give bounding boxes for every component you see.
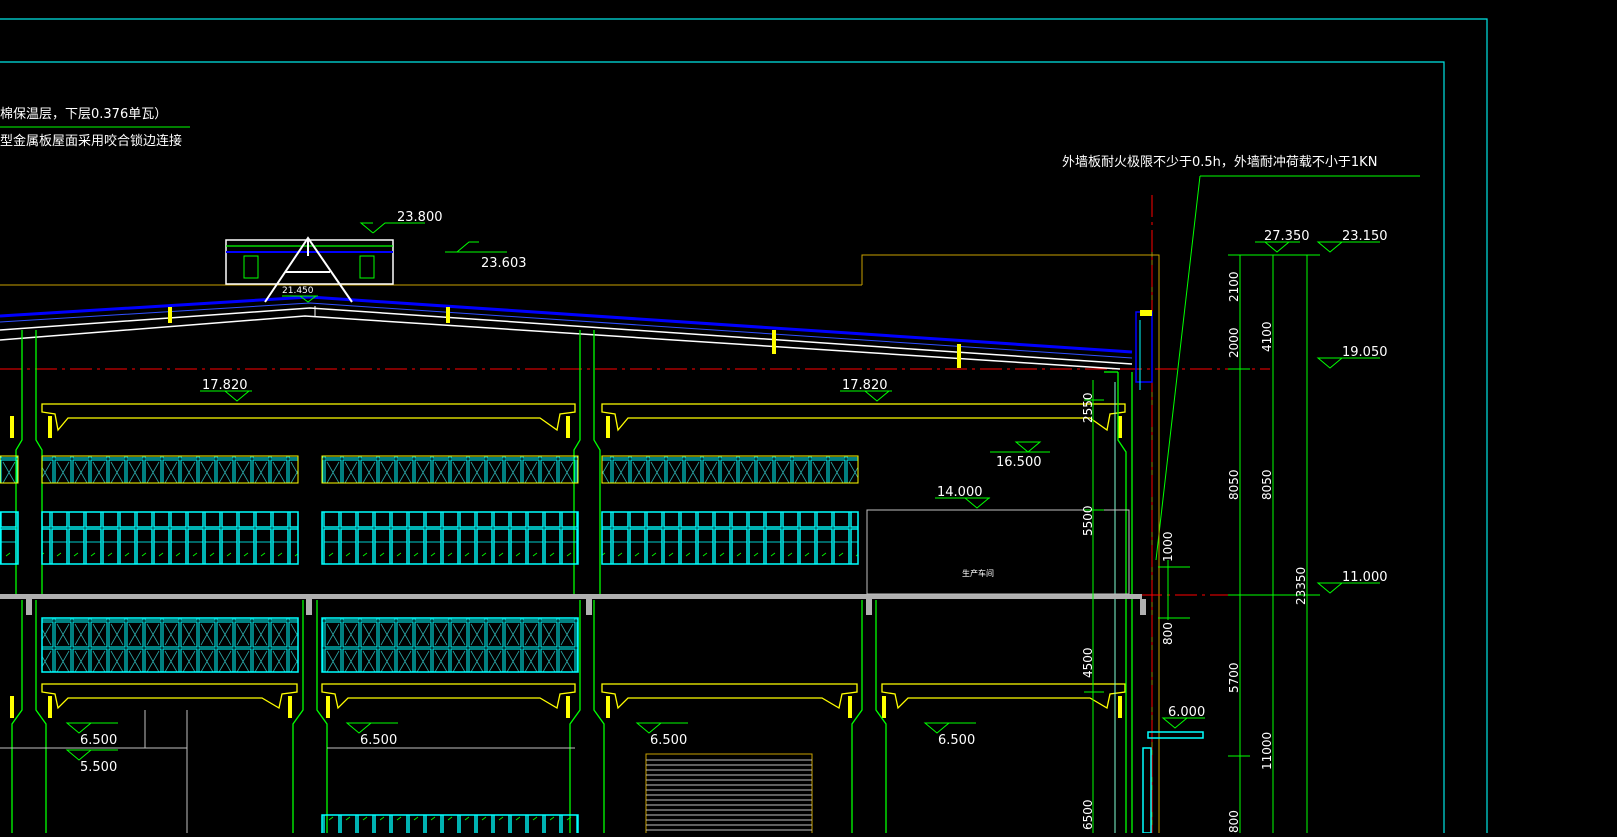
dimension-lines xyxy=(1084,254,1320,833)
crane-beams xyxy=(41,403,1126,710)
level-11000: 11.000 xyxy=(1342,570,1388,585)
level-6500-d: 6.500 xyxy=(938,733,975,748)
dim-800-b: 800 xyxy=(1227,810,1241,833)
wall-detail xyxy=(1135,310,1204,834)
level-5500: 5.500 xyxy=(80,760,117,775)
roof-monitor: 21.450 xyxy=(225,236,394,303)
columns xyxy=(11,330,1133,833)
level-labels: 23.800 23.603 17.820 17.820 16.500 14.00… xyxy=(80,210,1388,775)
dim-1000: 1000 xyxy=(1161,531,1175,562)
level-17820-left: 17.820 xyxy=(202,378,248,393)
dim-800: 800 xyxy=(1161,622,1175,645)
level-markers xyxy=(65,222,1380,761)
general-notes: 棉保温层，下层0.376单瓦） 型金属板屋面采用咬合锁边连接 xyxy=(0,107,190,149)
drawing-frame xyxy=(0,18,1488,833)
dim-23350: 23350 xyxy=(1294,567,1308,605)
dim-6500: 6500 xyxy=(1081,799,1095,830)
dim-11000: 11000 xyxy=(1260,732,1274,770)
dim-8050-a: 8050 xyxy=(1227,469,1241,500)
level-23150: 23.150 xyxy=(1342,229,1388,244)
dim-2000: 2000 xyxy=(1227,327,1241,358)
note-line-2: 型金属板屋面采用咬合锁边连接 xyxy=(0,133,182,149)
dimension-labels: 2550 5500 4500 6500 1000 800 2100 2000 4… xyxy=(1081,271,1308,833)
dim-4500: 4500 xyxy=(1081,647,1095,678)
level-16500: 16.500 xyxy=(996,455,1042,470)
lower-partitions xyxy=(0,710,575,833)
dim-5700: 5700 xyxy=(1227,662,1241,693)
roller-door xyxy=(645,753,813,837)
dim-5500: 5500 xyxy=(1081,505,1095,536)
crane-brackets xyxy=(10,416,1122,718)
roof xyxy=(0,295,1133,370)
note-line-1: 棉保温层，下层0.376单瓦） xyxy=(0,107,167,122)
dim-2550: 2550 xyxy=(1081,392,1095,423)
level-6000: 6.000 xyxy=(1168,705,1205,720)
level-27350: 27.350 xyxy=(1264,229,1310,244)
level-23800: 23.800 xyxy=(397,210,443,225)
level-17820-right: 17.820 xyxy=(842,378,888,393)
dim-2100: 2100 xyxy=(1227,271,1241,302)
level-6500-a: 6.500 xyxy=(80,733,117,748)
room-label: 生产车间 xyxy=(962,568,994,578)
floor-slab xyxy=(0,594,1146,615)
wall-note-callout: 外墙板耐火极限不少于0.5h，外墙耐冲荷载不小于1KN xyxy=(1062,155,1420,561)
ridge-level-label: 21.450 xyxy=(282,286,314,296)
wall-note-text: 外墙板耐火极限不少于0.5h，外墙耐冲荷载不小于1KN xyxy=(1062,155,1377,170)
level-6500-b: 6.500 xyxy=(360,733,397,748)
level-6500-c: 6.500 xyxy=(650,733,687,748)
dim-8050-b: 8050 xyxy=(1260,469,1274,500)
level-14000: 14.000 xyxy=(937,485,983,500)
dim-4100: 4100 xyxy=(1260,321,1274,352)
room-box: 生产车间 xyxy=(866,509,1130,595)
level-19050: 19.050 xyxy=(1342,345,1388,360)
windows xyxy=(0,455,859,836)
level-23603: 23.603 xyxy=(481,256,527,271)
